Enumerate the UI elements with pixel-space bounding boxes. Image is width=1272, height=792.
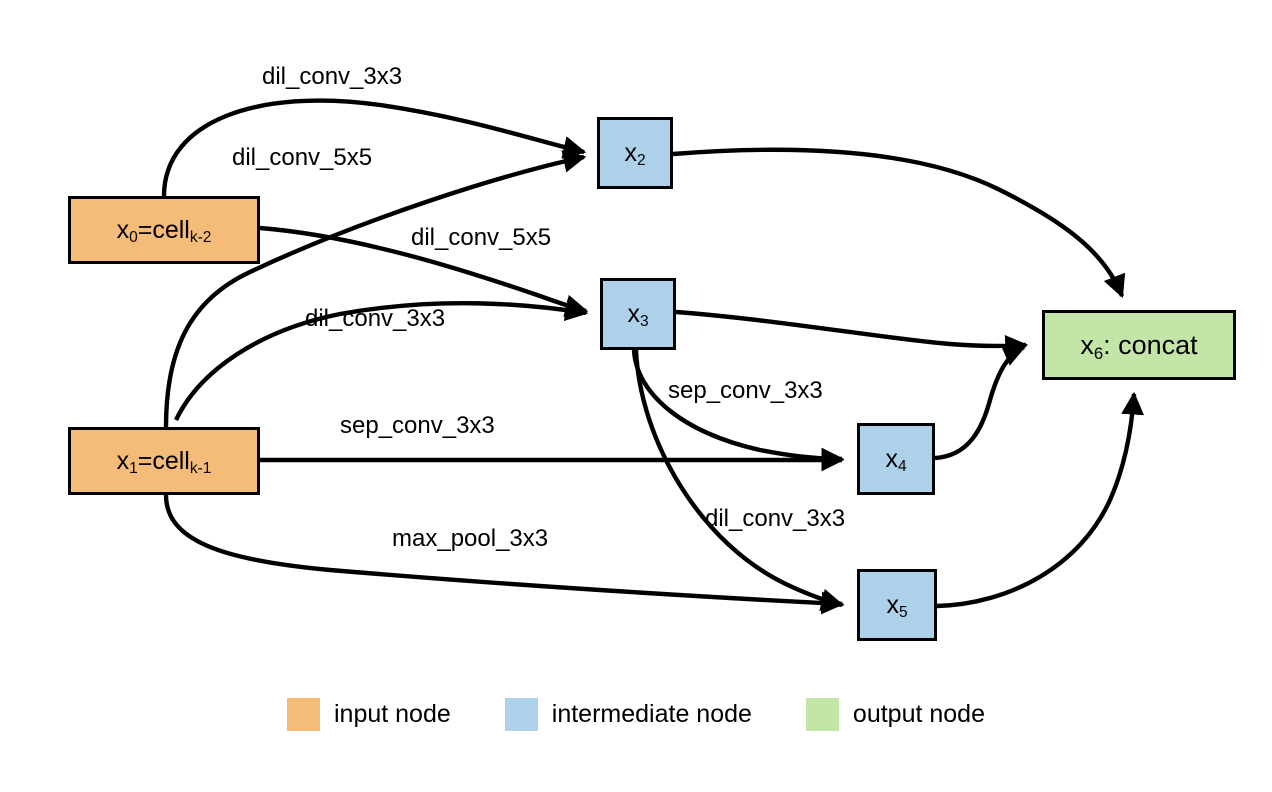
node-x4-label: x4 [885,444,907,476]
node-x5-label: x5 [886,590,908,622]
legend-label-output: output node [852,700,985,728]
legend-swatch-output [805,698,839,731]
node-x6-concat[interactable]: x6: concat [1042,310,1236,380]
edge-x0-x2 [161,98,587,197]
edge-label-x1-x2: dil_conv_5x5 [232,144,373,171]
edge-label-x3-x4: sep_conv_3x3 [668,377,823,404]
legend-swatch-input [287,698,320,731]
edge-label-x1-x5: max_pool_3x3 [392,525,549,552]
node-x0[interactable]: x0=cellk-2 [68,196,260,264]
edge-x2-x6 [672,147,1126,299]
edge-x5-x6 [936,391,1145,609]
legend-item-output: output node [805,698,985,731]
node-x2-label: x2 [624,138,646,170]
edge-x1-x2 [163,150,587,428]
edge-label-x1-x4: sep_conv_3x3 [340,412,495,439]
edge-x3-x4 [631,349,845,471]
legend-item-intermediate: intermediate node [504,698,752,731]
legend-item-input: input node [287,698,451,731]
edge-x4-x6 [934,344,1027,461]
edge-label-x0-x3: dil_conv_5x5 [411,224,552,251]
legend-label-input: input node [334,700,451,728]
legend-swatch-intermediate [504,698,538,731]
node-x2[interactable]: x2 [597,117,673,189]
edge-x3-x6 [675,309,1029,358]
edge-x1-x5 [163,494,845,615]
node-x5[interactable]: x5 [857,569,937,641]
node-x4[interactable]: x4 [857,423,935,495]
node-x3[interactable]: x3 [600,278,676,350]
node-x1[interactable]: x1=cellk-1 [68,427,260,495]
edge-label-x3-x5: dil_conv_3x3 [705,505,846,532]
legend-label-intermediate: intermediate node [551,700,752,728]
edge-x3-x5 [633,349,845,612]
node-x0-label: x0=cellk-2 [116,215,212,247]
node-x1-label: x1=cellk-1 [116,446,212,478]
edge-label-x0-x2: dil_conv_3x3 [262,63,403,90]
legend: input node intermediate node output node [0,698,1272,731]
edge-x1-x3 [174,298,589,421]
edge-label-x1-x3: dil_conv_3x3 [305,305,446,332]
node-x3-label: x3 [627,299,649,331]
node-x6-label: x6: concat [1080,329,1198,363]
